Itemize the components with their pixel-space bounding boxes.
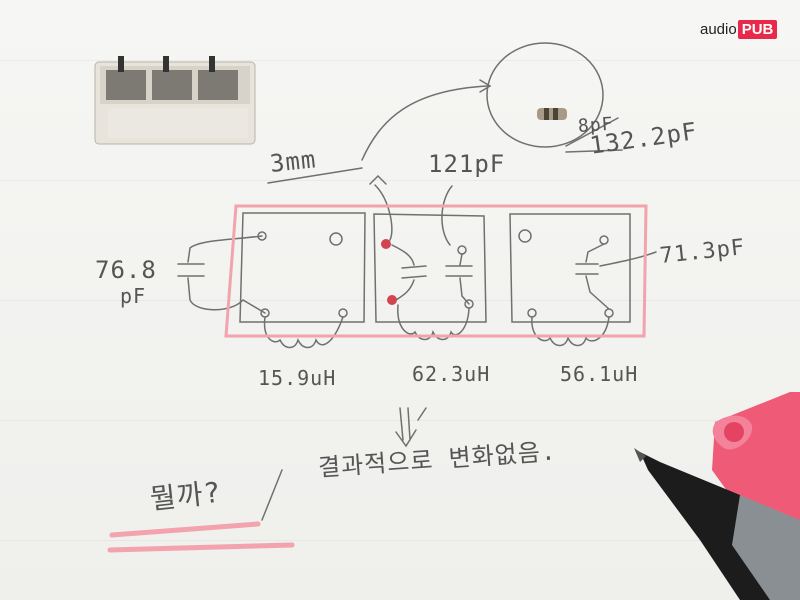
highlight-underline bbox=[107, 521, 295, 553]
label-inductor-2: 62.3uH bbox=[412, 362, 491, 386]
inductor-3 bbox=[531, 316, 610, 347]
zoom-circle bbox=[486, 42, 604, 148]
small-inductor bbox=[537, 108, 567, 120]
label-121pf: 121pF bbox=[428, 150, 506, 178]
arrow-to-circle bbox=[361, 85, 489, 161]
audiopub-logo: audio PUB bbox=[700, 18, 778, 40]
label-cap-76-8: 76.8 bbox=[95, 256, 157, 284]
logo-text-pub: PUB bbox=[737, 19, 778, 39]
highlight-frame bbox=[224, 204, 648, 338]
label-inductor-3: 56.1uH bbox=[560, 362, 639, 386]
pink-highlighter-pen bbox=[712, 392, 800, 520]
box-2 bbox=[373, 213, 487, 323]
label-cap-76-8-unit: pF bbox=[120, 284, 147, 308]
down-arrow bbox=[395, 407, 427, 448]
box-3 bbox=[509, 213, 631, 323]
inductor-2 bbox=[397, 304, 470, 341]
box-1 bbox=[239, 212, 366, 323]
if-module-body bbox=[94, 56, 256, 145]
black-pen bbox=[634, 448, 800, 600]
logo-text-audio: audio bbox=[700, 20, 737, 38]
inductor-1 bbox=[263, 316, 344, 349]
label-inductor-1: 15.9uH bbox=[258, 366, 337, 390]
